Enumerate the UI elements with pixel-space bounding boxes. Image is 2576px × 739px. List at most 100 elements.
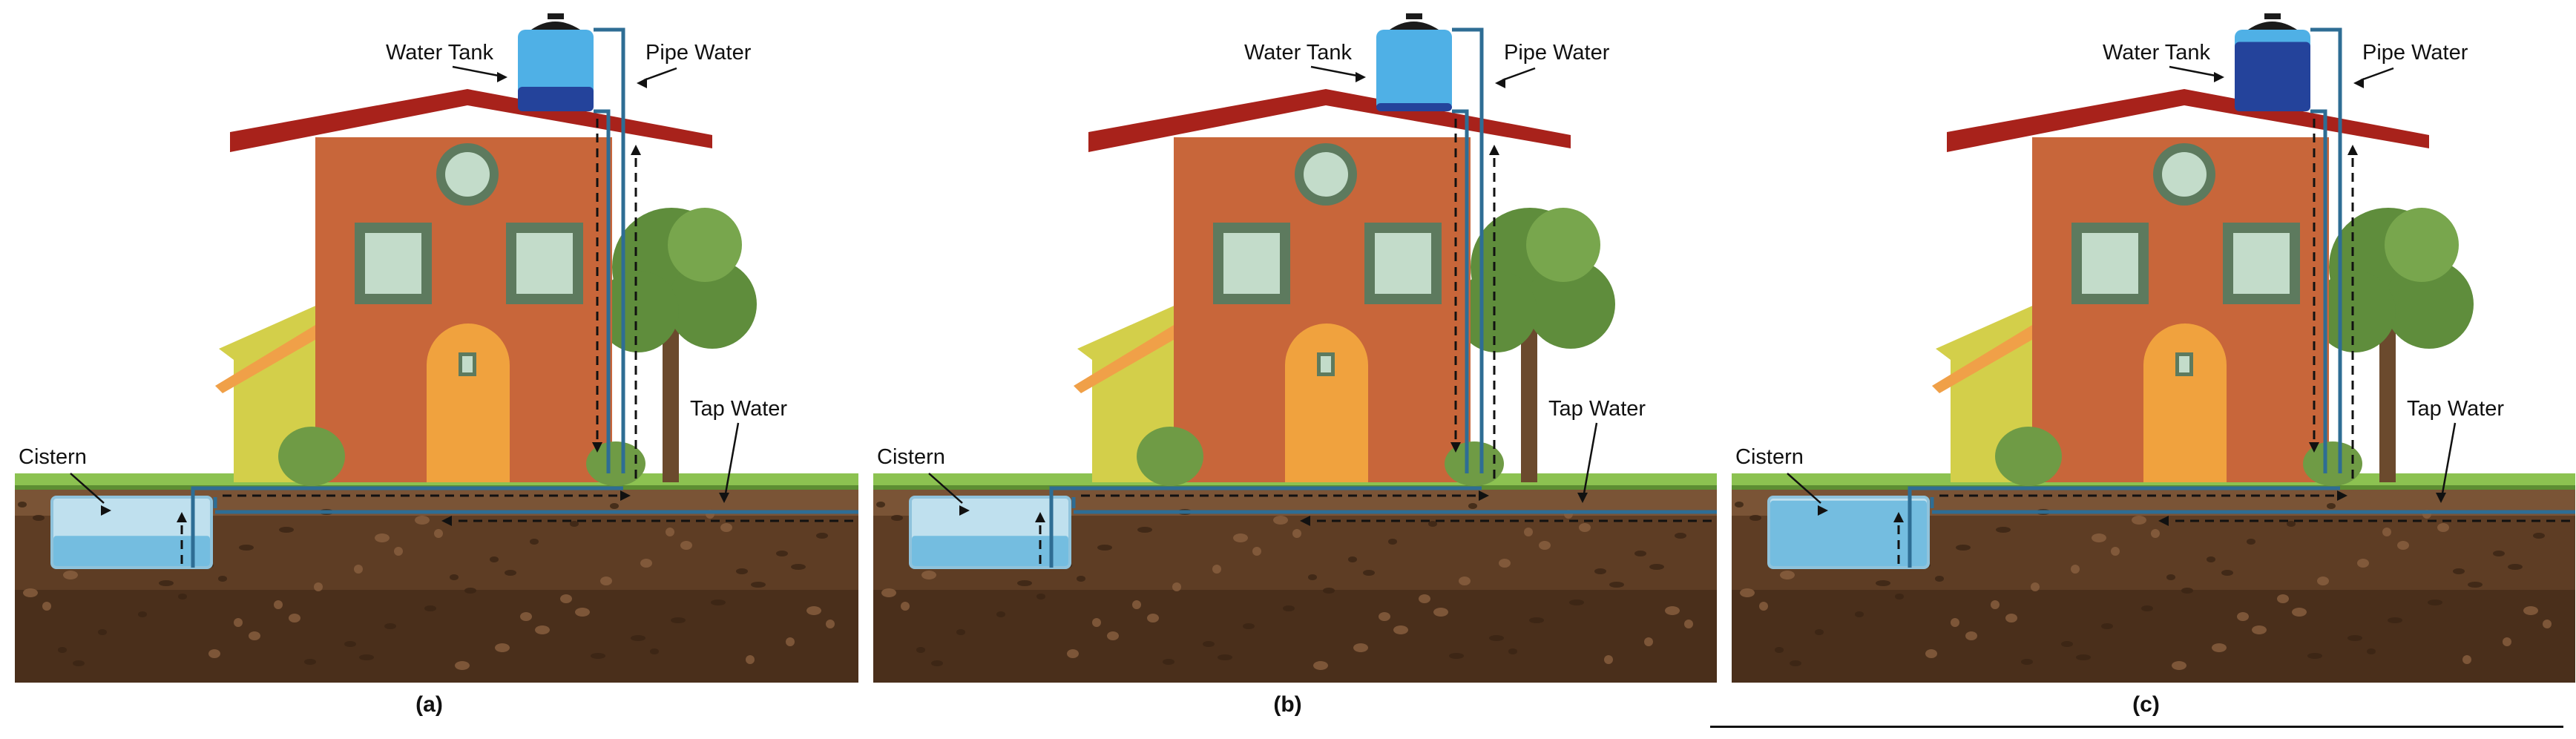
soil-pebble [816,533,828,539]
soil-pebble [178,594,187,600]
soil-pebble [2307,653,2322,659]
soil-pebble [530,539,539,545]
soil-pebble [806,606,821,615]
soil-pebble [289,614,300,623]
soil-pebble [2021,659,2033,665]
soil-pebble [1353,643,1368,652]
soil-pebble [1935,576,1944,582]
water-tank-cap [1406,13,1422,19]
soil-pebble [1308,574,1317,580]
soil-pebble [2132,516,2146,525]
tree-canopy [597,271,679,352]
soil-pebble [344,641,356,647]
soil-pebble [455,661,470,670]
soil-pebble [1499,559,1511,568]
pipe-water-pointer-head [2353,78,2364,88]
water-tank-pointer-head [2214,72,2224,82]
soil-pebble [1172,582,1181,591]
soil-pebble [2428,600,2442,605]
soil-pebble [826,620,835,628]
water-tank-cap [548,13,564,19]
soil-pebble [680,541,692,550]
tap-water-pointer-head [1577,493,1588,503]
soil-pebble [720,523,732,532]
cistern-pipe [1908,486,2340,568]
soil-pebble [921,571,936,579]
soil-pebble [384,623,396,629]
soil-pebble [1855,611,1864,617]
cistern-pipe [1049,486,1482,568]
soil-pebble [2287,521,2296,527]
water-tank-label: Water Tank [1244,41,1353,65]
soil-pebble [2503,637,2511,646]
soil-pebble [1675,533,1686,539]
soil-pebble [2357,559,2369,568]
soil-pebble [666,528,674,536]
cistern-water-level [53,536,210,566]
soil-pebble [1077,576,1085,582]
tap-water-label: Tap Water [2407,397,2504,421]
downpipe-vertical [2310,109,2327,473]
cistern-label: Cistern [877,445,945,469]
soil-pebble [2453,568,2465,574]
soil-pebble [375,533,390,542]
water-tank-lid [531,22,580,30]
soil-pebble [1212,565,1221,574]
soil-pebble [33,515,45,521]
cistern-pointer [70,473,105,504]
soil-pebble [931,660,943,666]
soil-pebble [2367,648,2376,654]
soil-pebble [881,588,896,597]
tree-trunk [2379,326,2396,482]
tree-canopy-highlight [668,208,742,282]
soil-pebble [2111,547,2120,556]
soil-bottom-layer [15,590,858,683]
flow-right-arrowhead [1479,490,1489,501]
soil-pebble [1759,602,1768,611]
window-left-glass [1223,233,1280,294]
soil-pebble [1348,556,1357,562]
soil-pebble [1449,653,1464,659]
soil-pebble [520,612,532,621]
water-tank-pointer-head [497,72,507,82]
pipe-water-pointer [643,67,677,82]
soil-pebble [791,564,806,570]
soil-pebble [1243,623,1255,629]
flow-up-arrowhead [2347,145,2358,155]
door-window-glass [462,356,473,372]
tree-trunk [663,326,679,482]
soil-pebble [2151,529,2160,538]
soil-pebble [2508,564,2523,570]
soil-pebble [234,618,243,627]
soil-pebble [2437,523,2449,532]
round-window-glass [2162,152,2207,197]
soil-pebble [495,643,510,652]
soil-pebble [746,655,755,664]
soil-pebble [1067,649,1079,658]
soil-pebble [58,647,67,653]
soil-pebble [159,580,174,586]
soil-pebble [1996,527,2011,533]
soil-pebble [956,629,965,635]
soil-pebble [631,635,645,641]
soil-pebble [2493,551,2505,556]
house-roof [1088,89,1571,152]
soil-pebble [304,659,316,665]
soil-pebble [505,570,516,576]
downpipe-vertical [594,109,611,473]
pipe-water-pointer-head [1495,78,1505,88]
soil-pebble [2061,641,2073,647]
soil-pebble [2533,533,2545,539]
soil-pebble [1775,647,1784,653]
soil-pebble [354,565,363,574]
soil-pebble [1233,533,1248,542]
flow-cistern-up-arrowhead [1035,512,1045,522]
soil-pebble [2141,605,2153,611]
soil-bottom-layer [1732,590,2575,683]
soil-pebble [1604,655,1613,664]
soil-pebble [1749,515,1761,521]
soil-pebble [1956,545,1971,551]
soil-pebble [2166,574,2175,580]
soil-pebble [1951,618,1959,627]
